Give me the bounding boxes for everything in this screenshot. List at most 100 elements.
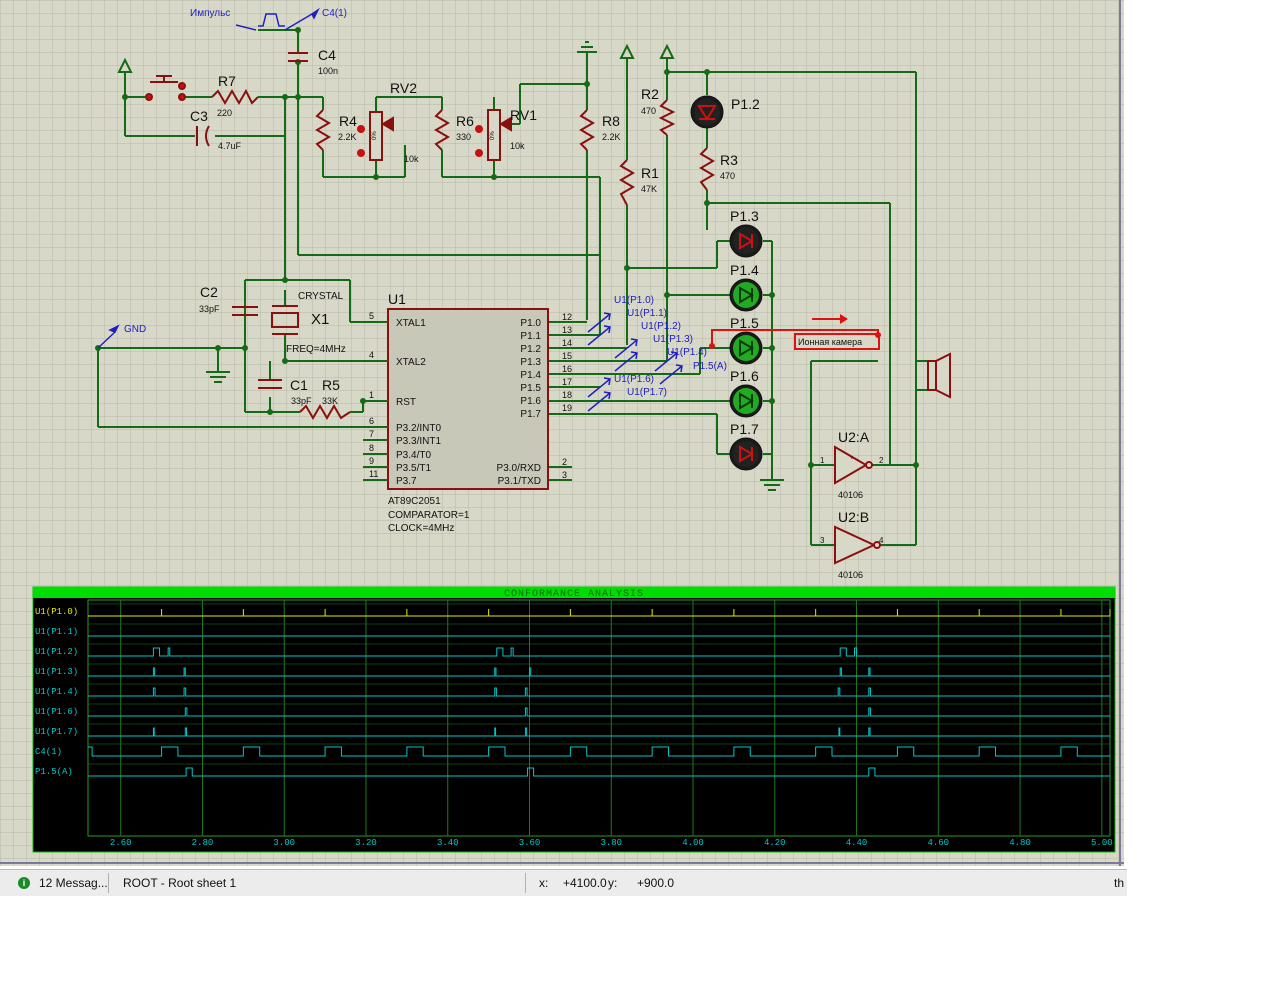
trace-label[interactable]: C4(1) bbox=[35, 747, 62, 757]
rv1-value: 10k bbox=[510, 141, 525, 151]
push-switch[interactable] bbox=[145, 75, 186, 101]
x-tick-label: 5.00 bbox=[1091, 838, 1113, 848]
probe-arrow bbox=[587, 326, 611, 346]
u1-pin-name: P3.4/T0 bbox=[396, 450, 431, 461]
probe-label: U1(P1.0) bbox=[614, 295, 654, 306]
gnd-probe-label: GND bbox=[124, 324, 146, 335]
probe-arrow-head bbox=[630, 338, 638, 347]
trace-label[interactable]: U1(P1.2) bbox=[35, 647, 78, 657]
led-diode-symbol bbox=[739, 392, 754, 410]
messages-count[interactable]: 12 Messag... bbox=[39, 876, 108, 890]
u1-clock: CLOCK=4MHz bbox=[388, 523, 454, 534]
probe-arrow-head bbox=[603, 325, 611, 334]
x-tick-label: 3.40 bbox=[437, 838, 459, 848]
u1-pin-number: 1 bbox=[369, 390, 374, 400]
trace-label[interactable]: U1(P1.0) bbox=[35, 607, 78, 617]
u1-pin-number: 7 bbox=[369, 429, 374, 439]
r2-value: 470 bbox=[641, 106, 656, 116]
u1-pin-number: 5 bbox=[369, 311, 374, 321]
u1-pin-name: P1.3 bbox=[520, 357, 541, 368]
r3-label: R3 bbox=[720, 152, 738, 168]
crystal bbox=[271, 305, 299, 335]
graph-title-bar bbox=[33, 587, 1115, 598]
probe-arrow-head bbox=[603, 312, 611, 321]
u1-pin-number: 3 bbox=[562, 470, 567, 480]
x-tick-label: 4.80 bbox=[1009, 838, 1031, 848]
u2a-label: U2:A bbox=[838, 429, 870, 445]
probe-label: U1(P1.1) bbox=[627, 308, 667, 319]
x-tick-label: 4.60 bbox=[927, 838, 949, 848]
r4-zigzag bbox=[315, 109, 331, 151]
u1-pin-number: 4 bbox=[369, 350, 374, 360]
probe-arrow bbox=[614, 339, 638, 359]
coord-y-value: +900.0 bbox=[637, 876, 675, 890]
x-tick-label: 3.00 bbox=[273, 838, 295, 848]
c3-value: 4.7uF bbox=[218, 141, 242, 151]
x-tick-label: 4.20 bbox=[764, 838, 786, 848]
u1-pin-name: P1.2 bbox=[520, 344, 541, 355]
sheet-name[interactable]: ROOT - Root sheet 1 bbox=[123, 876, 237, 890]
status-bar: i 12 Messag... ROOT - Root sheet 1 x: +4… bbox=[0, 869, 1127, 896]
plot-area bbox=[87, 599, 1111, 837]
trace-line bbox=[88, 767, 1110, 777]
trace-label[interactable]: U1(P1.1) bbox=[35, 627, 78, 637]
trace-label[interactable]: P1.5(A) bbox=[35, 767, 73, 777]
r5-zigzag bbox=[299, 404, 351, 420]
probe-arrow-head bbox=[675, 364, 683, 373]
led-diode-symbol bbox=[739, 232, 754, 250]
u1-pin-name: P1.6 bbox=[520, 396, 541, 407]
u2b-label: U2:B bbox=[838, 509, 869, 525]
r8-zigzag bbox=[579, 109, 595, 151]
ion-chamber-box[interactable] bbox=[709, 314, 881, 350]
led-lens bbox=[733, 335, 759, 361]
status-tail: th bbox=[1114, 876, 1125, 890]
u1-pin-name: XTAL1 bbox=[396, 318, 426, 329]
pot-buttons[interactable] bbox=[357, 125, 483, 157]
u1-pin-name: P1.4 bbox=[520, 370, 541, 381]
trace-labels: U1(P1.0) U1(P1.1) U1(P1.2) U1(P1.3) U1(P1.4)… bbox=[35, 607, 78, 777]
trace-label[interactable]: U1(P1.7) bbox=[35, 727, 78, 737]
u1-right-pins: 12P1.013P1.114P1.215P1.316P1.417P1.518P1… bbox=[497, 312, 572, 487]
trace-label[interactable]: U1(P1.4) bbox=[35, 687, 78, 697]
r6-value: 330 bbox=[456, 132, 471, 142]
r4-value: 2.2K bbox=[338, 132, 357, 142]
r6-zigzag bbox=[434, 109, 450, 151]
info-icon[interactable]: i bbox=[18, 877, 30, 889]
u2a-pin-out: 2 bbox=[879, 456, 884, 465]
r8-label: R8 bbox=[602, 113, 620, 129]
probe-arrows bbox=[587, 312, 683, 412]
probe-arrow-head bbox=[630, 351, 638, 360]
rv2-value: 10k bbox=[404, 154, 419, 164]
probe-label: U1(P1.2) bbox=[641, 321, 681, 332]
c4-probe-label: C4(1) bbox=[322, 8, 347, 19]
led-label: P1.2 bbox=[731, 96, 760, 112]
c3-label: C3 bbox=[190, 108, 208, 124]
led-labels: P1.2P1.3P1.4P1.5P1.6P1.7 bbox=[730, 96, 760, 437]
u1-pin-name: P3.2/INT0 bbox=[396, 423, 441, 434]
u1-pin-name: P1.7 bbox=[520, 409, 541, 420]
c1-label: C1 bbox=[290, 377, 308, 393]
rv2-percent: 0% bbox=[372, 131, 378, 140]
x-tick-label: 3.60 bbox=[519, 838, 541, 848]
r1-label: R1 bbox=[641, 165, 659, 181]
graph-title: CONFORMANCE ANALYSIS bbox=[504, 589, 644, 600]
u1-pin-number: 13 bbox=[562, 325, 572, 335]
u1-comparator: COMPARATOR=1 bbox=[388, 510, 470, 521]
led-lens bbox=[733, 441, 759, 467]
u1-chip-body[interactable] bbox=[387, 308, 549, 490]
impulse-label: Импульс bbox=[190, 8, 230, 19]
x-tick-label: 4.00 bbox=[682, 838, 704, 848]
u2a-pin-in: 1 bbox=[820, 456, 825, 465]
conformance-analysis-graph[interactable]: CONFORMANCE ANALYSIS U1(P1.0)U1(P1.1)U1(… bbox=[32, 586, 1116, 853]
schematic-drawing[interactable]: 5XTAL14XTAL21RST6P3.2/INT07P3.3/INT18P3.… bbox=[0, 0, 1124, 866]
u1-pin-number: 18 bbox=[562, 390, 572, 400]
trace-line bbox=[88, 647, 1110, 657]
led-label: P1.4 bbox=[730, 262, 759, 278]
trace-label[interactable]: U1(P1.6) bbox=[35, 707, 78, 717]
probe-label: U1(P1.4) bbox=[667, 347, 707, 358]
trace-label[interactable]: U1(P1.3) bbox=[35, 667, 78, 677]
u1-pin-number: 2 bbox=[562, 457, 567, 467]
trace-line bbox=[88, 667, 1110, 677]
r7-zigzag bbox=[211, 88, 259, 105]
